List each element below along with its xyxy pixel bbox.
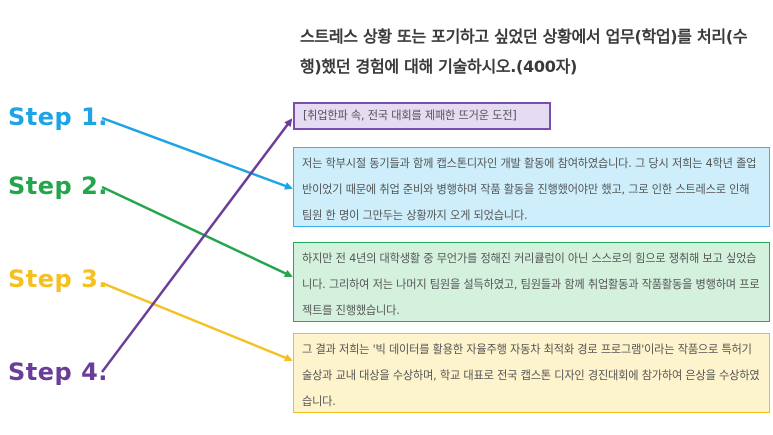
step-2-text-box: 하지만 전 4년의 대학생활 중 무언가를 정해진 커리큘럼이 아닌 스스로의 … xyxy=(293,242,770,322)
step-2-label: Step 2. xyxy=(8,172,108,200)
step-3-text-box: 그 결과 저희는 '빅 데이터를 활용한 자율주행 자동차 최적화 경로 프로그… xyxy=(293,333,770,413)
step-3-label: Step 3. xyxy=(8,265,108,293)
step-1-label: Step 1. xyxy=(8,103,108,131)
arrow-step-4 xyxy=(101,118,293,373)
step-4-label: Step 4. xyxy=(8,358,108,386)
essay-title-box: [취업한파 속, 전국 대회를 제패한 뜨거운 도전] xyxy=(293,102,551,130)
arrow-step-1 xyxy=(101,116,293,190)
question-prompt: 스트레스 상황 또는 포기하고 싶었던 상황에서 업무(학업)를 처리(수행)했… xyxy=(300,27,748,76)
arrow-step-2 xyxy=(101,185,293,278)
arrow-step-3 xyxy=(101,281,293,362)
step-1-text-box: 저는 학부시절 동기들과 함께 캡스톤디자인 개발 활동에 참여하였습니다. 그… xyxy=(293,147,770,227)
